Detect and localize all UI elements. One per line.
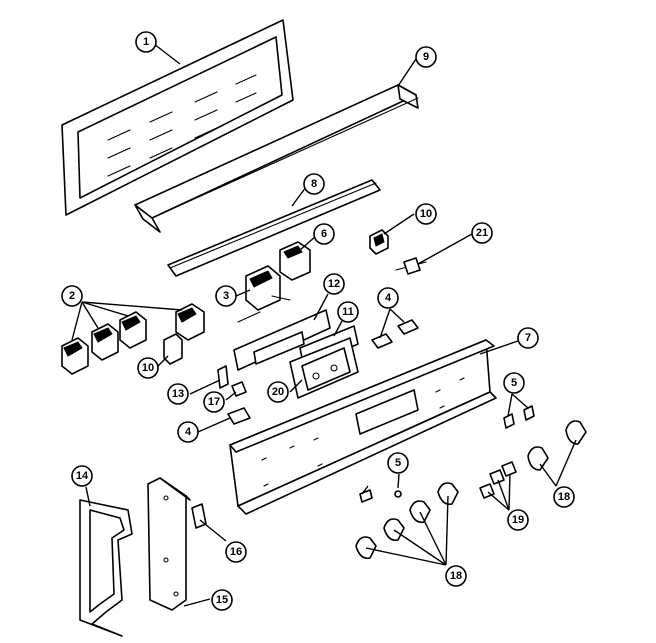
svg-text:5: 5 <box>511 377 517 389</box>
callout-10-upper: 10 <box>415 203 437 225</box>
part-14-side-trim <box>79 499 133 637</box>
callout-20: 20 <box>267 381 289 403</box>
svg-text:8: 8 <box>311 178 317 190</box>
callout-6: 6 <box>313 223 335 245</box>
callout-15: 15 <box>211 589 233 611</box>
callout-17: 17 <box>203 391 225 413</box>
svg-text:18: 18 <box>558 491 570 503</box>
callout-21: 21 <box>471 222 493 244</box>
callout-18-lower: 18 <box>445 565 467 587</box>
svg-text:21: 21 <box>476 227 488 239</box>
part-19-pointers <box>479 461 517 499</box>
part-6-switch <box>279 241 311 281</box>
svg-text:4: 4 <box>385 292 392 304</box>
callout-2: 2 <box>61 285 83 307</box>
part-1-panel-frame <box>61 19 294 216</box>
svg-text:18: 18 <box>450 570 462 582</box>
part-21-connector <box>395 257 427 275</box>
part-15-side-bracket <box>147 477 191 611</box>
callout-3: 3 <box>215 285 237 307</box>
callout-9: 9 <box>415 46 437 68</box>
part-3-switch <box>237 265 291 323</box>
svg-text:15: 15 <box>216 594 228 606</box>
svg-text:10: 10 <box>420 208 432 220</box>
part-8-rail <box>167 179 381 277</box>
svg-text:4: 4 <box>185 426 192 438</box>
svg-text:2: 2 <box>69 290 75 302</box>
callout-13: 13 <box>167 383 189 405</box>
part-7-control-panel <box>229 339 497 515</box>
callout-7: 7 <box>517 327 539 349</box>
callout-16: 16 <box>225 541 247 563</box>
svg-text:16: 16 <box>230 546 242 558</box>
callout-4-upper: 4 <box>377 287 399 309</box>
callout-1: 1 <box>135 31 157 53</box>
svg-text:1: 1 <box>143 36 149 48</box>
callout-5-upper: 5 <box>503 372 525 394</box>
svg-text:13: 13 <box>172 388 184 400</box>
leader-lines <box>71 43 577 607</box>
part-10-bracket-lower <box>163 333 183 365</box>
callout-10-lower: 10 <box>137 357 159 379</box>
svg-text:5: 5 <box>395 457 401 469</box>
callout-18-right: 18 <box>553 486 575 508</box>
svg-text:19: 19 <box>512 514 524 526</box>
part-13-clip <box>217 365 229 389</box>
svg-text:11: 11 <box>342 306 354 318</box>
part-18-knobs-lower <box>355 482 459 560</box>
svg-text:12: 12 <box>328 278 340 290</box>
svg-text:10: 10 <box>142 362 154 374</box>
part-4-lamp-sockets <box>227 319 419 425</box>
callout-4-lower: 4 <box>177 421 199 443</box>
callout-8: 8 <box>303 173 325 195</box>
svg-text:14: 14 <box>76 470 89 482</box>
svg-text:20: 20 <box>272 386 284 398</box>
callout-12: 12 <box>323 273 345 295</box>
callout-19: 19 <box>507 509 529 531</box>
svg-text:6: 6 <box>321 228 327 240</box>
svg-text:17: 17 <box>208 396 220 408</box>
part-16-clip <box>191 503 207 529</box>
svg-text:3: 3 <box>223 290 229 302</box>
part-18-knobs-right <box>527 420 587 471</box>
part-10-bracket-upper <box>369 229 389 255</box>
callout-14: 14 <box>71 465 93 487</box>
part-2-infinite-switches <box>61 303 205 375</box>
part-5-clips <box>359 405 535 503</box>
svg-text:9: 9 <box>423 51 429 63</box>
svg-text:7: 7 <box>525 332 531 344</box>
part-12-plate <box>233 309 331 371</box>
callout-5-lower: 5 <box>387 452 409 474</box>
callout-11: 11 <box>337 301 359 323</box>
part-9-top-trim <box>134 84 419 233</box>
